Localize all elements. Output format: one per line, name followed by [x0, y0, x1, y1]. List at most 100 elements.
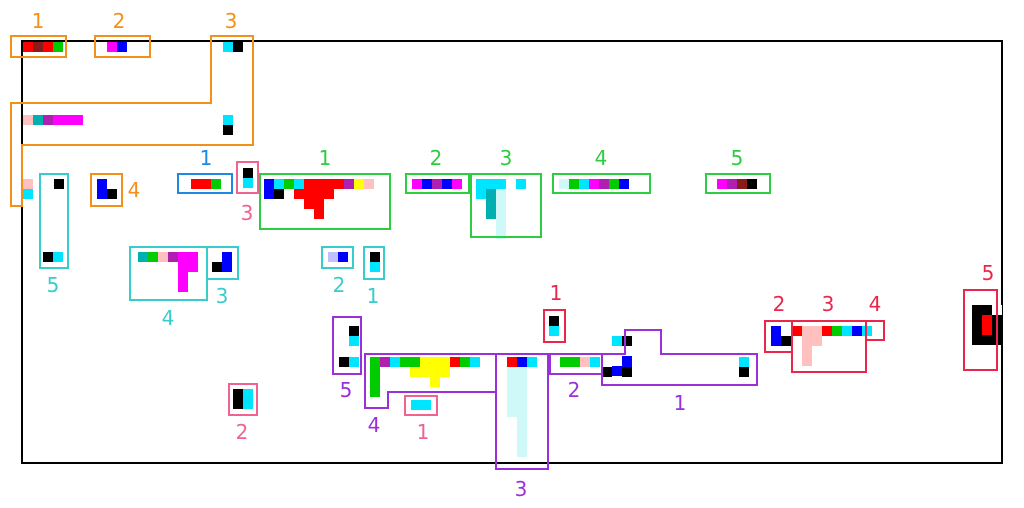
green-3-cell [496, 189, 506, 199]
green-4-cell [609, 179, 619, 189]
red-object-label-5: 5 [982, 261, 995, 285]
blue-object-label-1: 1 [200, 146, 213, 170]
cell-layer [23, 42, 1002, 457]
purple-3-cell [527, 357, 537, 367]
green-5-cell [717, 179, 727, 189]
red-2-cell [771, 336, 781, 346]
purple-4-cell [470, 357, 480, 367]
red-5-cell [972, 315, 982, 325]
orange-1-cell [23, 42, 33, 52]
purple-1-cell [612, 366, 622, 376]
red-5-cell [972, 305, 982, 315]
purple-3-cell [517, 367, 527, 377]
red-3-cell [802, 336, 812, 346]
purple-3-cell [517, 407, 527, 417]
red-3-cell [842, 326, 852, 336]
green-3-cell [496, 199, 506, 209]
purple-4-cell [430, 377, 440, 387]
green-5-cell [737, 179, 747, 189]
purple-3-cell [517, 377, 527, 387]
purple-3-cell [517, 357, 527, 367]
purple-4-cell [370, 357, 380, 367]
green-3-cell [486, 209, 496, 219]
orange-object-label-2: 2 [113, 9, 126, 33]
blue-1-cell [211, 179, 221, 189]
purple-object-label-1: 1 [674, 391, 687, 415]
orange-2-cell [117, 42, 127, 52]
orange-box-2 [94, 35, 151, 58]
purple-3-cell [507, 387, 517, 397]
purple-5-cell [349, 336, 359, 346]
green-object-label-5: 5 [731, 146, 744, 170]
orange-object-label-3: 3 [225, 9, 238, 33]
pink-3-cell [243, 168, 253, 178]
green-3-cell [516, 179, 526, 189]
red-box-4 [865, 320, 885, 341]
green-1-cell [304, 199, 314, 209]
green-3-cell [496, 229, 506, 239]
red-object-label-1: 1 [550, 281, 563, 305]
purple-1-cell [602, 367, 612, 377]
red-object-label-3: 3 [822, 292, 835, 316]
orange-3-cell [223, 125, 233, 135]
purple-4-cell [440, 357, 450, 367]
green-2-cell [412, 179, 422, 189]
green-1-cell [304, 179, 314, 189]
purple-4-cell [380, 357, 390, 367]
teal-4-cell [188, 252, 198, 262]
green-1-cell [294, 189, 304, 199]
purple-object-label-3: 3 [515, 477, 528, 501]
red-3-cell [812, 336, 822, 346]
red-box-5 [963, 289, 998, 371]
purple-3-cell [507, 397, 517, 407]
purple-4-cell [400, 357, 410, 367]
red-5-cell [982, 315, 992, 325]
teal-object-label-5: 5 [47, 273, 60, 297]
blue-box-1 [177, 173, 233, 194]
red-2-cell [781, 336, 791, 346]
orange-2-cell [127, 42, 137, 52]
pink-2-cell [243, 399, 253, 409]
orange-3-cell [233, 42, 243, 52]
green-4-cell [589, 179, 599, 189]
purple-4-cell [370, 367, 380, 377]
pink-box-3 [236, 161, 259, 194]
red-object-label-2: 2 [773, 292, 786, 316]
blue-1-cell [201, 179, 211, 189]
green-3-cell [486, 199, 496, 209]
teal-box-4 [129, 246, 208, 301]
green-3-cell [496, 219, 506, 229]
green-1-cell [314, 199, 324, 209]
orange-2-cell [107, 42, 117, 52]
green-1-cell [264, 189, 274, 199]
red-3-cell [812, 326, 822, 336]
teal-4-cell [158, 252, 168, 262]
red-5-cell [982, 305, 992, 315]
green-box-3 [470, 173, 542, 238]
purple-4-cell [370, 377, 380, 387]
teal-5-cell [43, 252, 53, 262]
red-5-cell [972, 325, 982, 335]
orange-3-cell [23, 189, 33, 199]
purple-1-cell [622, 367, 632, 377]
green-box-5 [705, 173, 771, 194]
orange-4-cell [97, 179, 107, 189]
purple-object-label-5: 5 [340, 378, 353, 402]
red-box-3 [791, 320, 867, 373]
green-1-cell [314, 209, 324, 219]
red-3-cell [822, 326, 832, 336]
purple-4-cell [370, 387, 380, 397]
red-3-cell [852, 326, 862, 336]
purple-3-cell [507, 377, 517, 387]
purple-object-label-2: 2 [568, 378, 581, 402]
purple-3-cell [517, 397, 527, 407]
teal-box-1 [363, 246, 385, 280]
teal-box-2 [321, 246, 354, 269]
green-4-cell [619, 179, 629, 189]
purple-1-cell [622, 336, 632, 346]
orange-3-cell [33, 115, 43, 125]
green-1-cell [294, 179, 304, 189]
green-4-cell [559, 179, 569, 189]
teal-4-cell [178, 252, 188, 262]
